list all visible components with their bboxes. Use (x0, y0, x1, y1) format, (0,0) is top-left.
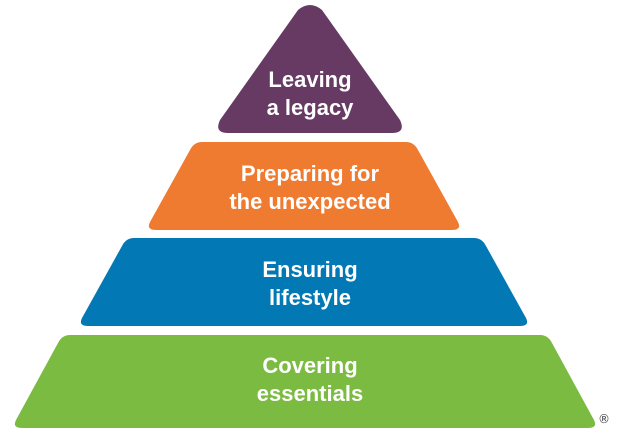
tier-essentials-label: Covering essentials (0, 352, 620, 408)
tier-unexpected-label: Preparing for the unexpected (0, 160, 620, 216)
tier-legacy-line1: Leaving (268, 67, 352, 92)
tier-essentials-line1: Covering (262, 353, 358, 378)
tier-legacy-label: Leaving a legacy (0, 66, 620, 122)
tier-unexpected-line1: Preparing for (240, 161, 380, 186)
registered-trademark-mark: ® (598, 412, 610, 426)
tier-unexpected-line2: the unexpected (229, 189, 391, 214)
tier-lifestyle-label: Ensuring lifestyle (0, 256, 620, 312)
tier-unexpected-shape (148, 142, 460, 230)
tier-lifestyle-line2: lifestyle (269, 285, 351, 310)
tier-lifestyle-shape (80, 238, 528, 326)
tier-lifestyle-line1: Ensuring (262, 257, 358, 282)
tier-legacy-shape (218, 5, 402, 133)
tier-essentials-shape (14, 335, 596, 428)
tier-legacy-line2: a legacy (266, 95, 354, 120)
tier-essentials-line2: essentials (256, 381, 364, 406)
